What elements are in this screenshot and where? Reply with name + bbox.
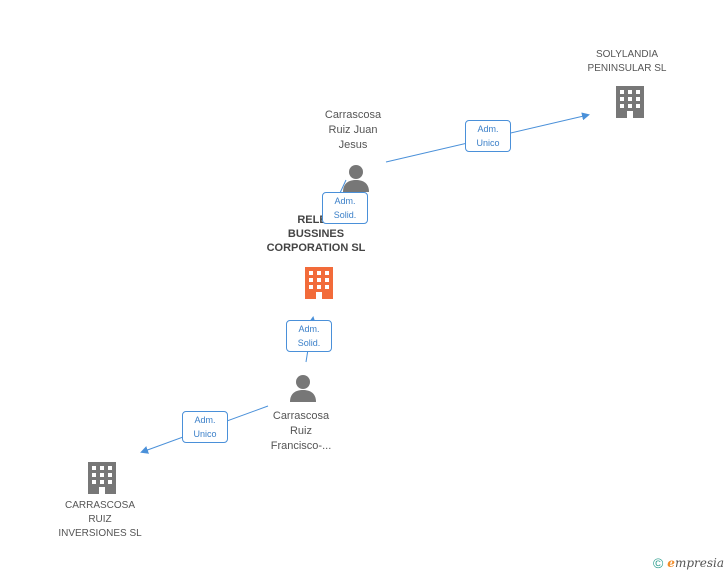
person-label-francisco[interactable]: Carrascosa Ruiz Francisco-... bbox=[270, 410, 332, 452]
building-icon[interactable] bbox=[303, 265, 335, 299]
edge-label-adm-solid: Adm. Solid. bbox=[322, 192, 368, 224]
person-label-juan-jesus[interactable]: Carrascosa Ruiz Juan Jesus bbox=[324, 109, 382, 151]
empresia-logo[interactable]: empresia bbox=[667, 556, 724, 570]
person-icon[interactable] bbox=[288, 374, 318, 402]
footer-brand[interactable]: © empresia bbox=[653, 555, 724, 571]
copyright-icon: © bbox=[652, 555, 664, 571]
company-label-inversiones[interactable]: CARRASCOSA RUIZ INVERSIONES SL bbox=[58, 500, 142, 539]
edge-label-adm-unico: Adm. Unico bbox=[182, 411, 228, 443]
person-icon[interactable] bbox=[341, 164, 371, 192]
edge-label-adm-unico: Adm. Unico bbox=[465, 120, 511, 152]
building-icon[interactable] bbox=[86, 460, 118, 494]
company-label-solylandia[interactable]: SOLYLANDIA PENINSULAR SL bbox=[587, 49, 667, 74]
building-icon[interactable] bbox=[614, 84, 646, 118]
edge-label-adm-solid: Adm. Solid. bbox=[286, 320, 332, 352]
